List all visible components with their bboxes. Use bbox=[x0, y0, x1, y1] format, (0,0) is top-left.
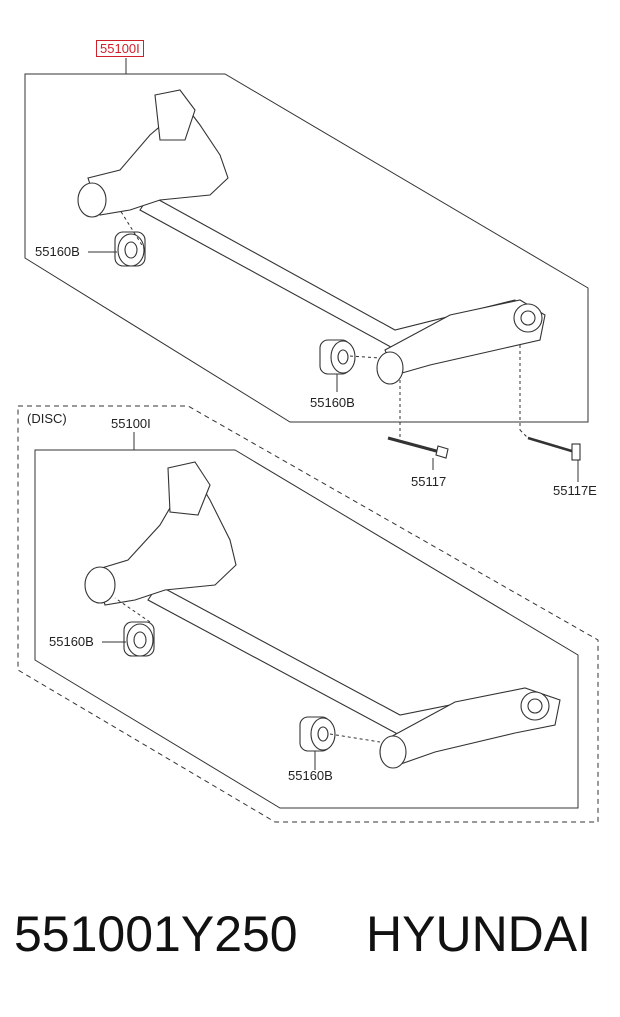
disc-inner-frame bbox=[34, 449, 579, 809]
top-assembly-label[interactable]: 55100I bbox=[96, 40, 144, 57]
top-left-arm bbox=[87, 104, 229, 216]
disc-bushing-right-label[interactable]: 55160B bbox=[288, 768, 333, 783]
bolt-55117E bbox=[527, 436, 581, 461]
disc-assembly-label[interactable]: 55100I bbox=[111, 416, 151, 431]
top-frame bbox=[24, 73, 589, 423]
parts-diagram bbox=[17, 58, 599, 823]
disc-right-arm bbox=[384, 687, 561, 766]
top-bushing-right-label[interactable]: 55160B bbox=[310, 395, 355, 410]
disc-right-eye bbox=[379, 735, 407, 769]
bolt-55117 bbox=[387, 436, 449, 459]
disc-caption: (DISC) bbox=[27, 411, 67, 426]
part-number: 551001Y250 bbox=[14, 906, 298, 962]
disc-left-mount bbox=[167, 461, 211, 516]
disc-left-eye bbox=[84, 566, 116, 604]
disc-bushing-left-label[interactable]: 55160B bbox=[49, 634, 94, 649]
disc-axle-drawing bbox=[84, 461, 561, 769]
top-left-mount bbox=[154, 89, 196, 141]
top-bushing-right bbox=[319, 339, 356, 375]
top-bushing-left-label[interactable]: 55160B bbox=[35, 244, 80, 259]
disc-bushing-left bbox=[123, 621, 155, 657]
top-left-eye bbox=[77, 182, 107, 218]
top-right-arm bbox=[384, 299, 546, 376]
disc-dashed-frame bbox=[17, 405, 599, 823]
top-bushing-left bbox=[114, 231, 146, 267]
disc-left-arm bbox=[94, 468, 237, 606]
bolt-e-label[interactable]: 55117E bbox=[553, 483, 597, 498]
top-right-eye bbox=[376, 351, 404, 385]
bolt-label[interactable]: 55117 bbox=[411, 474, 447, 489]
disc-bushing-right bbox=[299, 716, 336, 752]
top-axle-drawing bbox=[77, 89, 581, 461]
brand-name: HYUNDAI bbox=[366, 906, 592, 962]
